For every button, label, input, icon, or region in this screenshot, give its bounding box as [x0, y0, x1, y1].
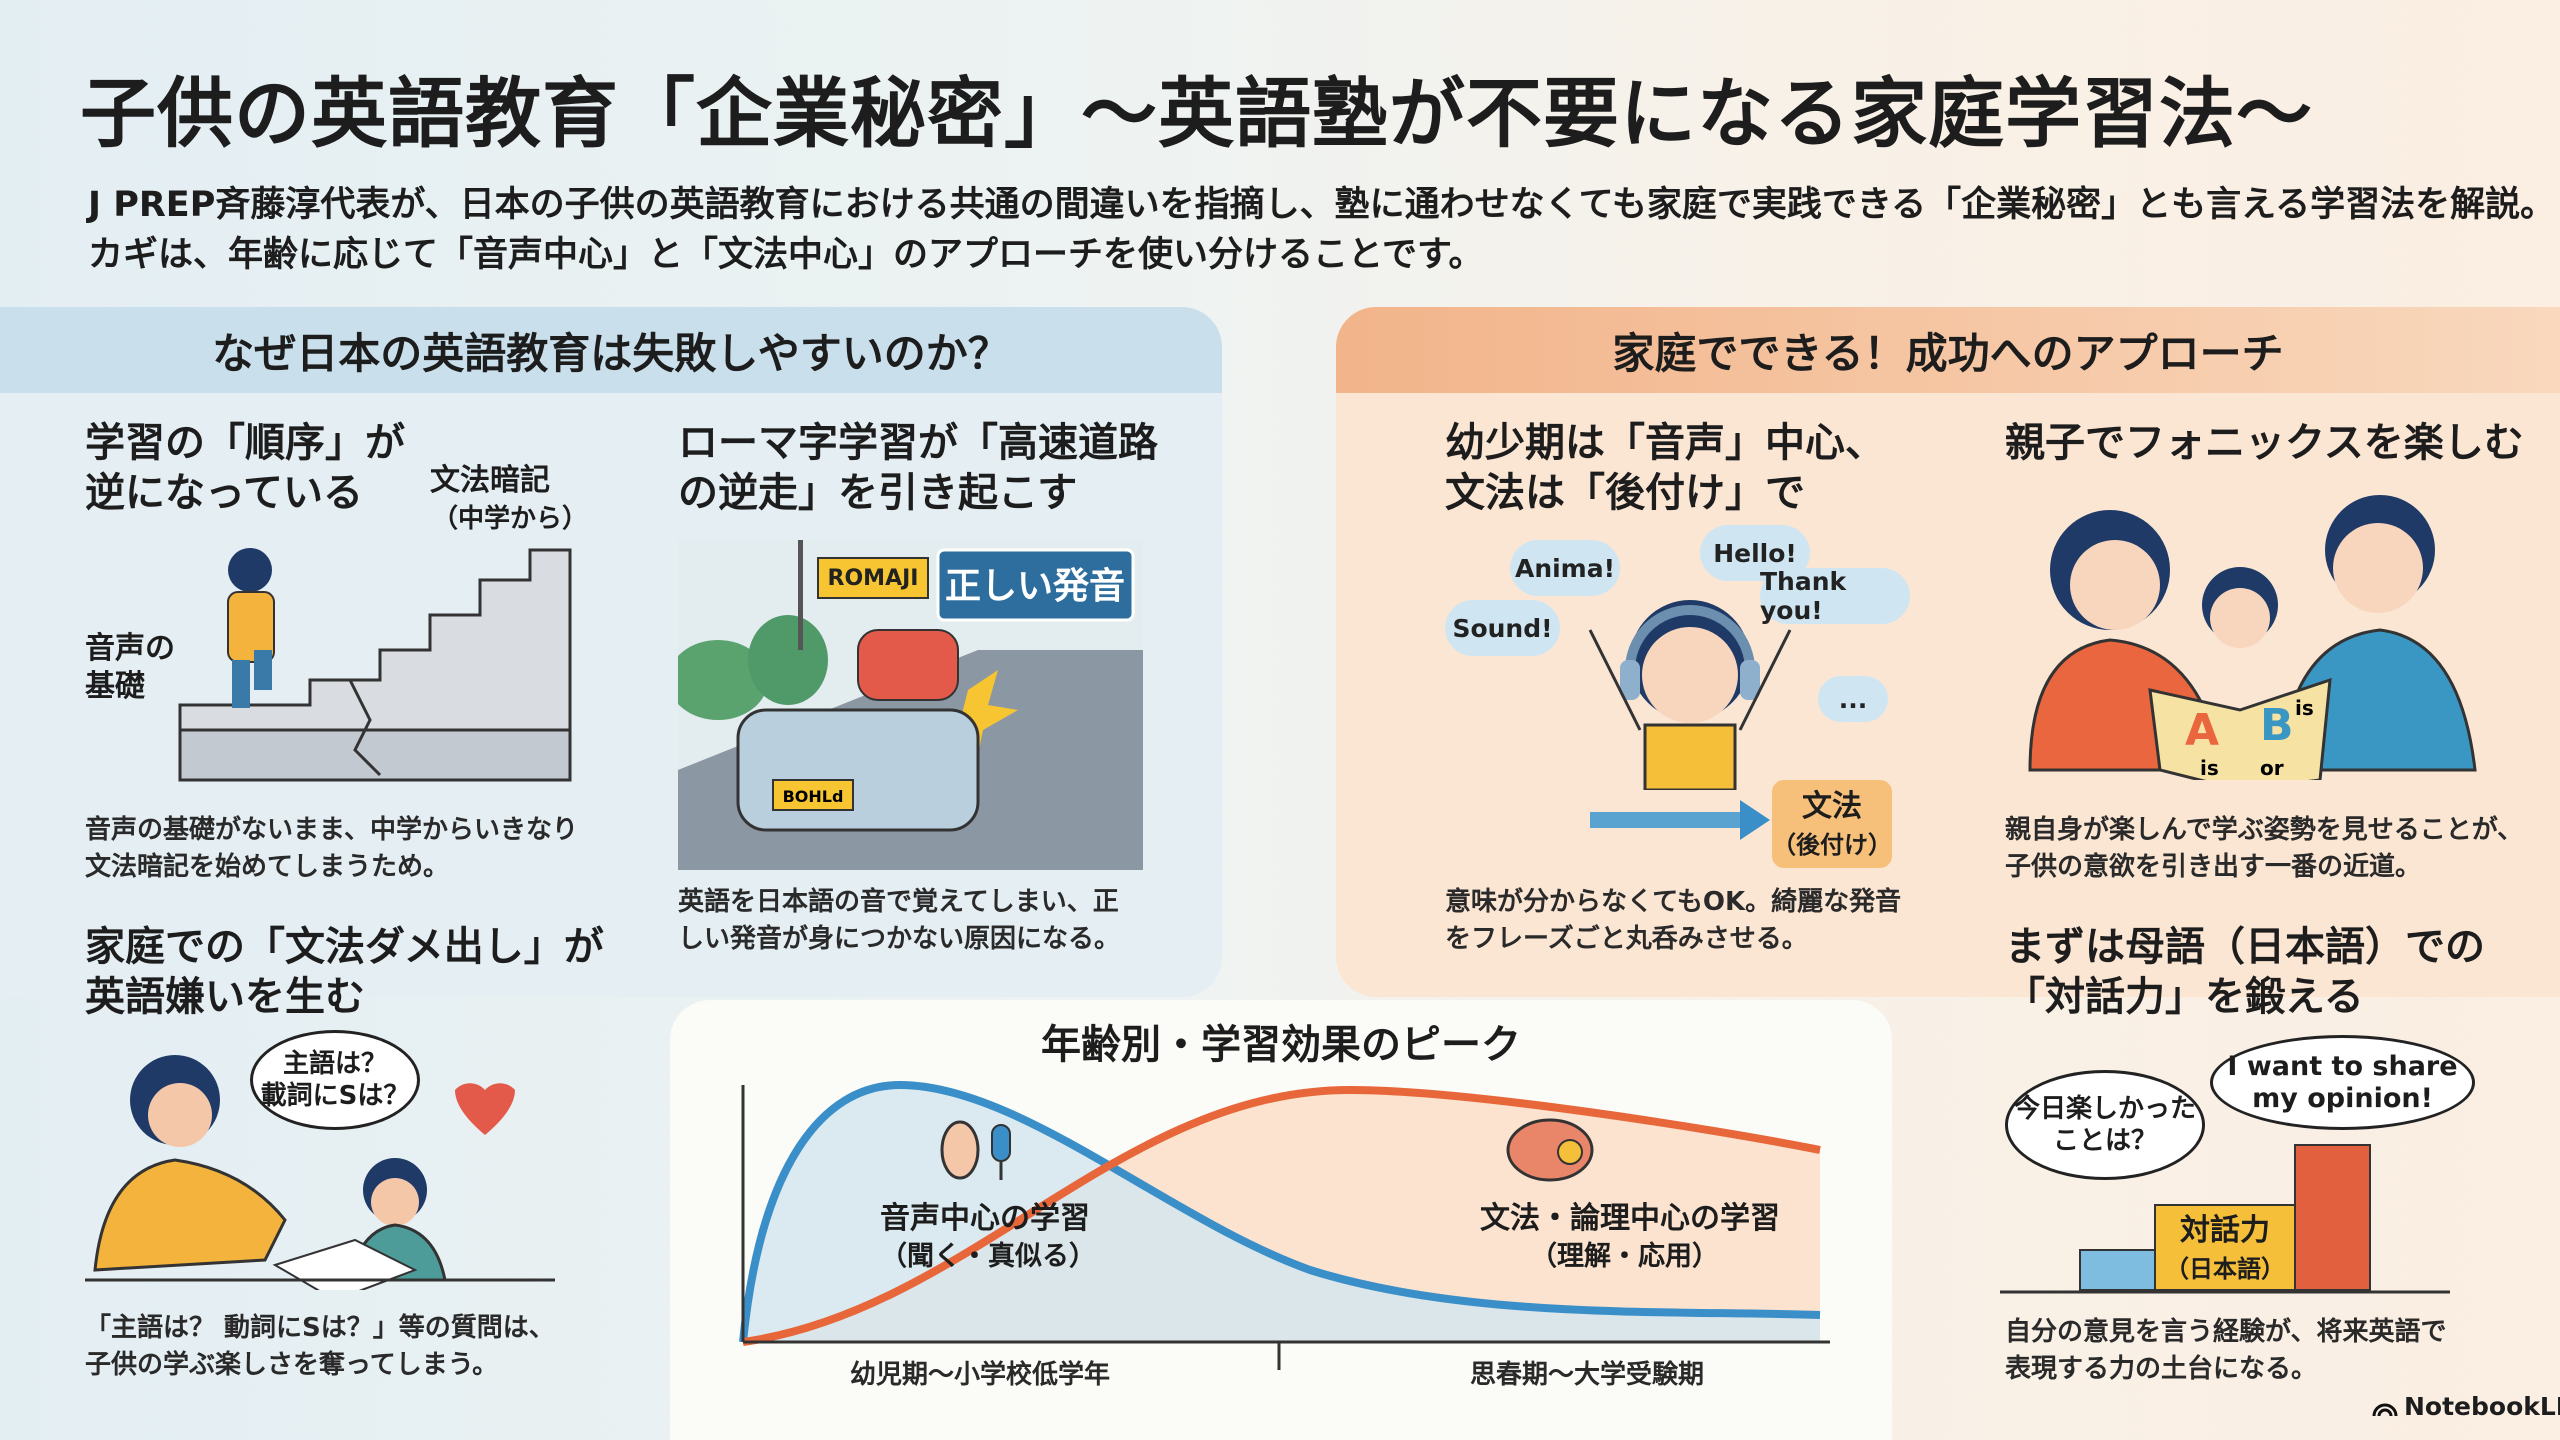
grammar-curve: [742, 1085, 1821, 1346]
ear-icon: [940, 1120, 980, 1180]
license-plate: BOHLd: [783, 787, 844, 806]
bubble-ja-line-2: ことは？: [2052, 1126, 2157, 1156]
sound-desc-1: 意味が分からなくてもOK。綺麗な発音: [1445, 887, 1902, 917]
phonics-title: 親子でフォニックスを楽しむ: [2005, 420, 2524, 466]
book-word-or: or: [2260, 756, 2284, 780]
x-label-adolescence: 思春期～大学受験期: [1470, 1360, 1705, 1390]
label-grammar-memorization: 文法暗記: [430, 463, 550, 498]
grammar-box-label: 文法: [1802, 789, 1862, 824]
scolding-parent-illustration: [85, 1055, 555, 1290]
x-label-early-childhood: 幼児期～小学校低学年: [850, 1360, 1111, 1390]
grammar-title-2: 英語嫌いを生む: [85, 974, 365, 1020]
sound-learning-sublabel: （聞く・真似る）: [880, 1241, 1096, 1272]
broken-stairs-illustration: [178, 548, 572, 782]
grammar-learning-label: 文法・論理中心の学習: [1480, 1201, 1780, 1236]
romaji-desc-2: しい発音が身につかない原因になる。: [678, 924, 1121, 954]
sound-title-1: 幼少期は「音声」中心、: [1445, 420, 1885, 466]
dialogue-title-2: 「対話力」を鍛える: [2005, 974, 2364, 1020]
romaji-title-1: ローマ字学習が「高速道路: [678, 420, 1158, 466]
phonics-desc-2: 子供の意欲を引き出す一番の近道。: [2005, 852, 2422, 882]
dialogue-block-sublabel: （日本語）: [2165, 1255, 2285, 1283]
sound-learning-label: 音声中心の学習: [880, 1201, 1090, 1236]
phonics-desc-1: 親自身が楽しんで学ぶ姿勢を見せることが、: [2005, 815, 2524, 845]
subtitle-line-2: カギは、年齢に応じて「音声中心」と「文法中心」のアプローチを使い分けることです。: [88, 235, 1484, 275]
chart-title: 年齢別・学習効果のピーク: [1041, 1022, 1521, 1068]
learning-peak-chart: [739, 1080, 1830, 1370]
bubble-en-line-2: my opinion!: [2252, 1082, 2433, 1114]
notebooklm-logo: NotebookLM: [2372, 1392, 2560, 1421]
family-reading-illustration: A B is is or: [2028, 495, 2477, 780]
bubble-line-2: 載詞にSは？: [260, 1081, 410, 1111]
dialogue-desc-1: 自分の意見を言う経験が、将来英語で: [2005, 1317, 2447, 1347]
grammar-box-sublabel: （後付け）: [1772, 831, 1892, 859]
book-letter-b: B: [2260, 700, 2294, 751]
dialogue-title-1: まずは母語（日本語）での: [2005, 924, 2485, 970]
order-title-1: 学習の「順序」が: [85, 420, 405, 466]
approach-heading: 家庭でできる！成功へのアプローチ: [1336, 307, 2560, 393]
sign-correct-pronunciation: 正しい発音: [945, 566, 1125, 607]
arrow-icon: [1590, 800, 1770, 840]
speech-bubble-japanese: 今日楽しかったことは？: [2005, 1070, 2205, 1180]
label-sound-1: 音声の: [85, 631, 175, 666]
brain-icon: [1506, 1118, 1594, 1182]
sign-romaji: ROMAJI: [828, 566, 919, 591]
romaji-title-2: の逆走」を引き起こす: [678, 470, 1078, 516]
sound-desc-2: をフレーズごと丸呑みさせる。: [1445, 924, 1808, 954]
book-word-is-left: is: [2200, 756, 2219, 780]
bubble-line-1: 主語は？: [282, 1049, 387, 1079]
sound-title-2: 文法は「後付け」で: [1445, 470, 1805, 516]
brand-name: NotebookLM: [2404, 1392, 2560, 1421]
notebooklm-icon: [2372, 1403, 2398, 1416]
grammar-desc-1: 「主語は？ 動詞にSは？」等の質問は、: [85, 1313, 555, 1343]
dialogue-block: 対話力 （日本語）: [2155, 1212, 2295, 1288]
label-sound-2: 基礎: [85, 669, 145, 704]
order-title-2: 逆になっている: [85, 470, 363, 516]
child-with-headphones-illustration: [1588, 600, 1792, 790]
grammar-title-1: 家庭での「文法ダメ出し」が: [85, 924, 604, 970]
page-title: 子供の英語教育「企業秘密」～英語塾が不要になる家庭学習法～: [80, 69, 2313, 158]
grammar-later-box: 文法 （後付け）: [1772, 780, 1892, 868]
speech-bubble-grammar-questions: 主語は？載詞にSは？: [250, 1030, 420, 1130]
subtitle-line-1: J PREP斉藤淳代表が、日本の子供の英語教育における共通の間違いを指摘し、塾に…: [88, 185, 2556, 225]
romaji-desc-1: 英語を日本語の音で覚えてしまい、正: [678, 887, 1119, 917]
label-from-junior-high: （中学から）: [432, 504, 589, 534]
grammar-desc-2: 子供の学ぶ楽しさを奪ってしまう。: [85, 1350, 499, 1380]
highway-illustration: ROMAJI 正しい発音 BOHLd: [678, 540, 1143, 870]
book-word-is-right: is: [2295, 696, 2314, 720]
problems-heading: なぜ日本の英語教育は失敗しやすいのか？: [0, 307, 1222, 393]
building-blocks-illustration: [2000, 1144, 2450, 1294]
bubble-ja-line-1: 今日楽しかった: [2013, 1094, 2196, 1124]
bubble-en-line-1: I want to share: [2227, 1050, 2458, 1082]
book-letter-a: A: [2185, 705, 2219, 756]
dialogue-block-label: 対話力: [2180, 1213, 2270, 1248]
sound-curve: [739, 1080, 1821, 1343]
microphone-icon: [991, 1124, 1011, 1180]
bubble-anima: Anima!: [1510, 540, 1620, 596]
order-desc-1: 音声の基礎がないまま、中学からいきなり: [85, 815, 578, 845]
grammar-learning-sublabel: （理解・応用）: [1530, 1241, 1719, 1272]
order-desc-2: 文法暗記を始めてしまうため。: [85, 852, 450, 882]
sound-curve-area: [743, 1085, 1820, 1342]
dialogue-desc-2: 表現する力の土台になる。: [2005, 1354, 2318, 1384]
bubble-ellipsis: ...: [1818, 676, 1888, 722]
bubble-sound: Sound!: [1445, 600, 1560, 656]
